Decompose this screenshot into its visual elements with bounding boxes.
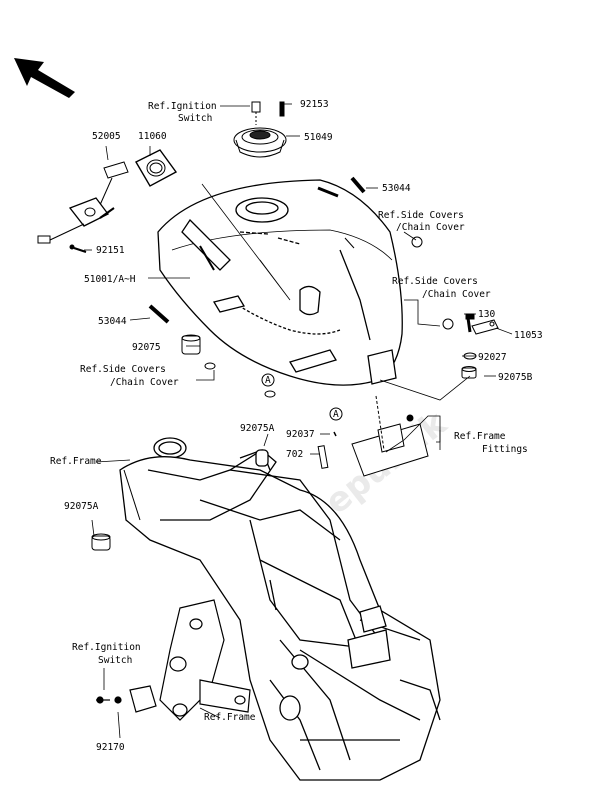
label-92075A-left: 92075A	[64, 501, 99, 512]
label-92075: 92075	[132, 342, 161, 353]
rubber-strip-53044-left	[148, 304, 170, 324]
collar-702	[317, 445, 329, 469]
label-ref-frame-bottom: Ref.Frame	[204, 712, 256, 723]
screw-92151	[69, 244, 87, 253]
label-130: 130	[478, 309, 495, 320]
label-92151: 92151	[96, 245, 125, 256]
label-ref-side-covers-2b: /Chain Cover	[422, 289, 491, 300]
label-92153: 92153	[300, 99, 329, 110]
label-ref-side-covers-3a: Ref.Side Covers	[80, 364, 166, 375]
label-ref-side-covers-1a: Ref.Side Covers	[378, 210, 464, 221]
label-ref-frame-fittings-1: Ref.Frame	[454, 431, 506, 442]
damper-92075A	[91, 533, 111, 551]
label-51049: 51049	[304, 132, 333, 143]
label-ref-ignition-switch-top-1: Ref.Ignition	[148, 101, 217, 112]
fuel-tank-51001	[157, 179, 403, 386]
label-ref-ignition-switch-top-2: Switch	[178, 113, 212, 124]
label-ref-side-covers-2a: Ref.Side Covers	[392, 276, 478, 287]
marker-a-circle-1	[261, 373, 275, 387]
label-52005: 52005	[92, 131, 121, 142]
label-92170: 92170	[96, 742, 125, 753]
label-ref-frame-left: Ref.Frame	[50, 456, 102, 467]
gasket-11060	[135, 149, 178, 187]
label-92075A-top: 92075A	[240, 423, 275, 434]
frame	[119, 437, 441, 781]
front-direction-arrow-icon	[14, 58, 75, 98]
label-ref-side-covers-3b: /Chain Cover	[110, 377, 179, 388]
leader-lines	[84, 103, 513, 739]
label-11053: 11053	[514, 330, 543, 341]
label-92075B: 92075B	[498, 372, 533, 383]
label-53044-left: 53044	[98, 316, 127, 327]
washer-center	[204, 362, 216, 370]
nut-side-cover	[411, 236, 454, 330]
label-92037: 92037	[286, 429, 315, 440]
damper-92075B	[461, 366, 477, 379]
pin-92037	[333, 431, 337, 437]
label-11060: 11060	[138, 131, 167, 142]
label-ref-side-covers-1b: /Chain Cover	[396, 222, 465, 233]
ignition-switch-bracket	[96, 599, 251, 721]
bracket-11053	[471, 319, 499, 335]
marker-a-circle-2	[329, 407, 343, 421]
label-51001: 51001/A~H	[84, 274, 136, 285]
callout-labels: Ref.Ignition Switch 92153 51049 52005 11…	[50, 99, 543, 753]
washer-a	[264, 390, 276, 398]
label-ref-ignition-switch-bottom-2: Switch	[98, 655, 132, 666]
frame-fitting-bracket	[351, 395, 429, 477]
label-ref-ignition-switch-bottom-1: Ref.Ignition	[72, 642, 141, 653]
label-marker-a-2: A	[333, 409, 339, 420]
label-ref-frame-fittings-2: Fittings	[482, 444, 528, 455]
fuel-sensor-52005	[37, 161, 129, 244]
rubber-strip-53044-top	[350, 176, 366, 194]
label-702: 702	[286, 449, 303, 460]
label-marker-a-1: A	[265, 375, 271, 386]
label-53044-top: 53044	[382, 183, 411, 194]
fuel-cap-assembly	[233, 101, 287, 158]
bolt-130	[465, 313, 475, 333]
label-92027: 92027	[478, 352, 507, 363]
damper-92075	[181, 334, 201, 355]
